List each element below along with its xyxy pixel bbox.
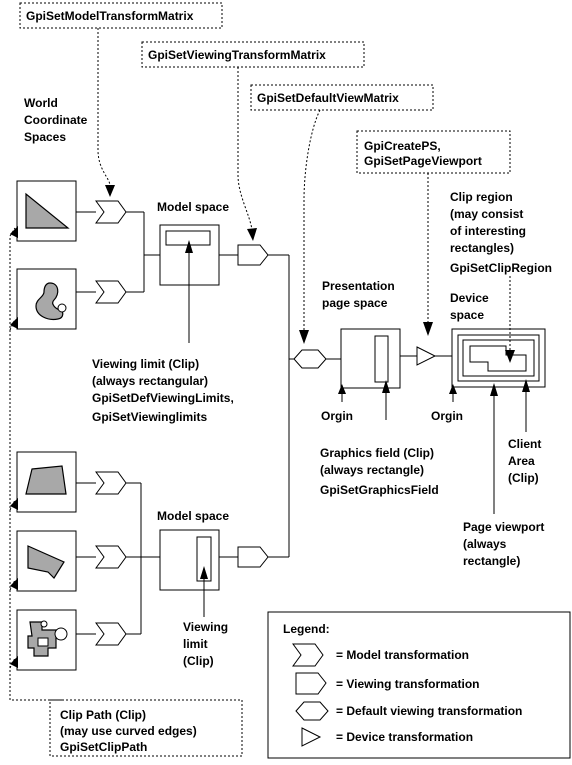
viewing-limit-line-3: GpiSetDefViewingLimits, <box>92 391 234 405</box>
world-line-2: Coordinate <box>24 113 88 127</box>
viewing-transform-pentagon-icon <box>237 244 269 266</box>
create-ps-callout: GpiCreatePS, GpiSetPageViewport <box>356 130 511 174</box>
orgin-label-1: Orgin <box>321 409 353 423</box>
clip-path-line-3: GpiSetClipPath <box>60 740 147 754</box>
presentation-label-2: page space <box>322 296 388 310</box>
clip-region-line-4: rectangles) <box>450 241 514 255</box>
clip-region-path <box>469 345 527 372</box>
viewing-limit-line-2: (always rectangular) <box>92 374 208 388</box>
model-space-bottom-label: Model space <box>157 509 229 523</box>
presentation-label-1: Presentation <box>322 279 395 293</box>
viewing-limit-small-3: (Clip) <box>183 654 214 668</box>
legend-item-model: = Model transformation <box>336 648 469 662</box>
default-view-callout: GpiSetDefaultViewMatrix <box>250 84 434 111</box>
viewing-limit-small-1: Viewing <box>183 620 228 634</box>
device-label-2: space <box>450 308 484 322</box>
viewing-transform-pentagon-icon <box>237 546 269 568</box>
viewing-limit-line-4: GpiSetViewinglimits <box>92 410 207 424</box>
world-line-1: World <box>24 96 58 110</box>
model-space-top-label: Model space <box>157 200 229 214</box>
world-box-triangle <box>16 180 77 242</box>
legend-triangle-icon <box>301 727 322 747</box>
device-transform-triangle-icon <box>416 346 437 366</box>
world-line-3: Spaces <box>24 130 66 144</box>
viewing-limit-line-1: Viewing limit (Clip) <box>92 357 199 371</box>
graphics-field-line-2: (always rectangle) <box>320 463 424 477</box>
page-viewport-line-3: rectangle) <box>463 554 520 568</box>
model-transform-chevron-icon <box>95 280 127 304</box>
default-view-label: GpiSetDefaultViewMatrix <box>257 91 399 105</box>
device-label-1: Device <box>450 291 489 305</box>
world-box-curve <box>16 268 77 330</box>
legend-hexagon-icon <box>295 701 329 721</box>
world-box-quad <box>16 451 77 513</box>
clip-region-line-1: Clip region <box>450 190 513 204</box>
legend-item-default: = Default viewing transformation <box>336 704 522 718</box>
triangle-object-icon <box>25 192 70 229</box>
legend-title: Legend: <box>283 622 330 636</box>
model-transform-chevron-icon <box>95 200 127 224</box>
model-transform-chevron-icon <box>95 622 127 646</box>
default-view-hexagon-icon <box>293 349 327 369</box>
orgin-label-2: Orgin <box>431 409 463 423</box>
page-viewport-line-2: (always <box>463 537 507 551</box>
client-area-line-1: Client <box>508 437 541 451</box>
world-box-clip <box>16 609 77 671</box>
page-viewport-line-1: Page viewport <box>463 520 544 534</box>
viewing-transform-label: GpiSetViewingTransformMatrix <box>148 48 326 62</box>
client-area-line-2: Area <box>508 454 535 468</box>
clip-path-callout: Clip Path (Clip) (may use curved edges) … <box>49 699 243 757</box>
viewing-limit-small-2: limit <box>183 637 208 651</box>
world-coordinate-heading: World Coordinate Spaces <box>24 96 88 144</box>
clip-path-line-1: Clip Path (Clip) <box>60 708 146 722</box>
create-ps-label-2: GpiSetPageViewport <box>364 154 482 168</box>
graphics-field-line-3: GpiSetGraphicsField <box>320 483 439 497</box>
create-ps-label-1: GpiCreatePS, <box>364 139 441 153</box>
model-transform-chevron-icon <box>95 471 127 495</box>
curve-object-icon <box>35 282 64 321</box>
viewing-transform-callout: GpiSetViewingTransformMatrix <box>141 41 365 68</box>
clip-path-object-icon <box>27 620 68 657</box>
legend-item-viewing: = Viewing transformation <box>336 677 479 691</box>
legend-pentagon-icon <box>295 672 327 695</box>
viewing-limit-top-rect <box>165 230 211 246</box>
clip-region-line-5: GpiSetClipRegion <box>450 261 552 275</box>
clip-region-line-3: of interesting <box>450 224 526 238</box>
presentation-page-box <box>340 328 401 389</box>
polygon-object-icon <box>27 545 65 579</box>
model-transform-label: GpiSetModelTransformMatrix <box>26 9 194 23</box>
model-transform-callout: GpiSetModelTransformMatrix <box>19 2 223 29</box>
clip-path-line-2: (may use curved edges) <box>60 724 197 738</box>
clip-region-line-2: (may consist <box>450 207 523 221</box>
curve-object-handle-icon <box>57 303 67 313</box>
legend: Legend: = Model transformation = Viewing… <box>267 611 571 759</box>
graphics-field-line-1: Graphics field (Clip) <box>320 446 434 460</box>
model-transform-chevron-icon <box>95 545 127 569</box>
graphics-field-rect <box>374 335 389 383</box>
client-area-line-3: (Clip) <box>508 471 539 485</box>
world-box-polygon <box>16 530 77 592</box>
legend-item-device: = Device transformation <box>336 730 473 744</box>
legend-chevron-icon <box>292 643 324 667</box>
quad-object-icon <box>25 465 67 495</box>
